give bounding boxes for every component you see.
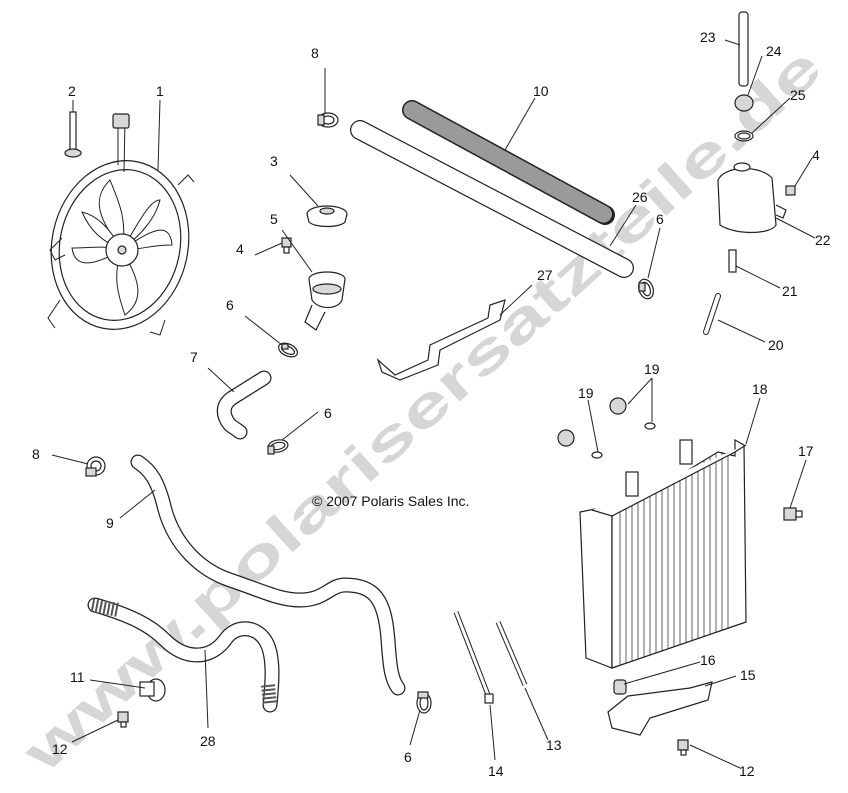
callout-1: 1 [156, 83, 164, 99]
o-ring [734, 130, 754, 142]
callout-9: 9 [106, 515, 114, 531]
callout-4: 4 [236, 241, 244, 257]
reservoir-cap [734, 94, 754, 112]
callout-13: 13 [546, 737, 562, 753]
screw-right [677, 739, 689, 756]
rubber-grommet [613, 679, 627, 695]
hose-clamp-a [277, 342, 299, 358]
fan-screw [64, 111, 82, 158]
callout-27: 27 [537, 267, 553, 283]
callout-23: 23 [700, 29, 716, 45]
ribbed-hose [87, 597, 280, 713]
callout-19: 19 [644, 361, 660, 377]
callout-20: 20 [768, 337, 784, 353]
callout-11: 11 [70, 669, 85, 685]
callout-28: 28 [200, 733, 216, 749]
callout-6: 6 [226, 297, 234, 313]
bolt-right [785, 185, 796, 196]
callout-12: 12 [739, 763, 755, 779]
cable-tie-short [495, 621, 528, 686]
callout-4: 4 [812, 147, 820, 163]
callout-24: 24 [766, 43, 782, 59]
hose-clamp-c [637, 278, 655, 300]
callout-6: 6 [404, 749, 412, 765]
spring-clamp-top [317, 112, 339, 128]
vent-tube [738, 11, 749, 87]
callout-22: 22 [815, 232, 831, 248]
callout-5: 5 [270, 211, 278, 227]
callout-19: 19 [578, 385, 594, 401]
hose-clamp-d [416, 691, 432, 714]
hose-fitting [728, 249, 737, 273]
callout-14: 14 [488, 763, 504, 779]
short-hose-elbow [216, 370, 272, 440]
cable-tie-long [453, 611, 494, 704]
callout-8: 8 [311, 45, 319, 61]
callout-21: 21 [782, 283, 798, 299]
spring-clamp-left [85, 456, 106, 477]
callout-17: 17 [798, 443, 814, 459]
screw-left [117, 711, 129, 728]
callout-15: 15 [740, 667, 756, 683]
callout-2: 2 [68, 83, 76, 99]
callout-18: 18 [752, 381, 768, 397]
corrugated-hose [402, 100, 615, 225]
mounting-bracket [376, 299, 506, 381]
hose-clamp-b [267, 439, 289, 455]
overflow-hose [703, 293, 721, 335]
callout-25: 25 [790, 87, 806, 103]
bolt-17 [783, 507, 803, 521]
filler-neck [304, 271, 346, 331]
fan-assembly [47, 113, 195, 336]
leader-lines [51, 39, 816, 769]
callout-26: 26 [632, 189, 648, 205]
p-clamp [139, 678, 166, 702]
long-hose [130, 454, 406, 696]
grommet-19a [557, 429, 603, 459]
callout-10: 10 [533, 83, 549, 99]
grommet-19b [609, 397, 656, 430]
radiator [579, 438, 747, 669]
callout-7: 7 [190, 349, 198, 365]
callout-labels: 1 2 3 4 4 5 6 6 6 6 7 8 8 9 10 11 12 12 … [32, 29, 831, 779]
callout-8: 8 [32, 446, 40, 462]
radiator-cap [306, 205, 348, 228]
lower-bracket [607, 681, 713, 736]
callout-12: 12 [52, 741, 68, 757]
callout-3: 3 [270, 153, 278, 169]
coolant-reservoir [717, 162, 787, 234]
callout-6: 6 [656, 211, 664, 227]
copyright-notice: © 2007 Polaris Sales Inc. [312, 493, 469, 509]
watermark: www.polarisersatzteile.de [10, 35, 834, 785]
callout-16: 16 [700, 652, 716, 668]
straight-tube [350, 120, 634, 278]
callout-6: 6 [324, 405, 332, 421]
